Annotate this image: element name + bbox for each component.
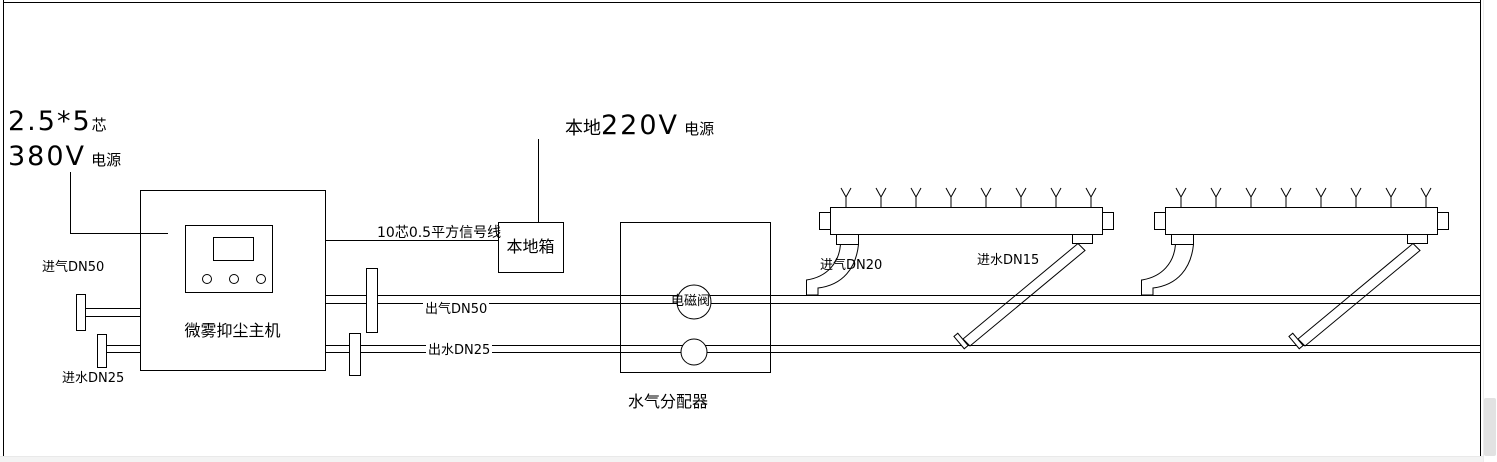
water-outlet-flange [349, 333, 361, 376]
control-button-1 [202, 274, 212, 284]
distributor-label: 水气分配器 [628, 392, 709, 411]
water-outlet-pipe [325, 345, 1480, 353]
power-spec-label: 2.5*5芯 380V 电源 [8, 106, 121, 176]
air-inlet-pipe [76, 294, 140, 331]
air-inlet-flange [76, 294, 86, 331]
water-outlet-label: 出水DN25 [426, 343, 493, 359]
air-outlet-pipe [325, 295, 1480, 304]
power-spec-voltage-unit: 电源 [91, 151, 122, 169]
power-spec-cores-unit: 芯 [91, 116, 107, 134]
local-power-unit: 电源 [684, 120, 715, 138]
local-power-voltage: 220V [601, 110, 680, 141]
main-unit-label: 微雾抑尘主机 [184, 321, 281, 340]
water-inlet-label: 进水DN25 [62, 371, 125, 386]
control-button-3 [256, 274, 266, 284]
power-spec-voltage: 380V [8, 141, 87, 172]
horizontal-scrollbar[interactable] [0, 456, 1483, 462]
control-display [213, 237, 254, 261]
air-outlet-flange [366, 268, 378, 333]
air-branch-label: 进气DN20 [820, 258, 883, 273]
control-panel [185, 225, 273, 293]
solenoid-valve-circle [676, 284, 712, 320]
power-feed-380v-line [70, 172, 168, 234]
local-power-label: 本地220V 电源 [565, 110, 714, 141]
power-spec-cores: 2.5*5 [8, 106, 92, 137]
air-inlet-label: 进气DN50 [42, 260, 105, 275]
air-outlet-label: 出气DN50 [423, 302, 490, 318]
water-inlet-pipe [97, 334, 140, 368]
control-button-2 [229, 274, 239, 284]
local-power-prefix: 本地 [565, 118, 601, 139]
local-box [498, 222, 564, 273]
water-valve-circle [680, 338, 708, 366]
spray-bar-assembly-2 [1142, 188, 1449, 349]
vertical-scrollbar-thumb[interactable] [1484, 398, 1496, 456]
water-branch-label: 进水DN15 [977, 253, 1040, 268]
solenoid-valve-label: 电磁阀 [671, 294, 711, 309]
water-inlet-flange [97, 334, 107, 368]
local-box-label: 本地箱 [506, 236, 555, 256]
signal-line-label: 10芯0.5平方信号线 [377, 225, 502, 241]
vertical-scrollbar[interactable] [1483, 0, 1497, 462]
